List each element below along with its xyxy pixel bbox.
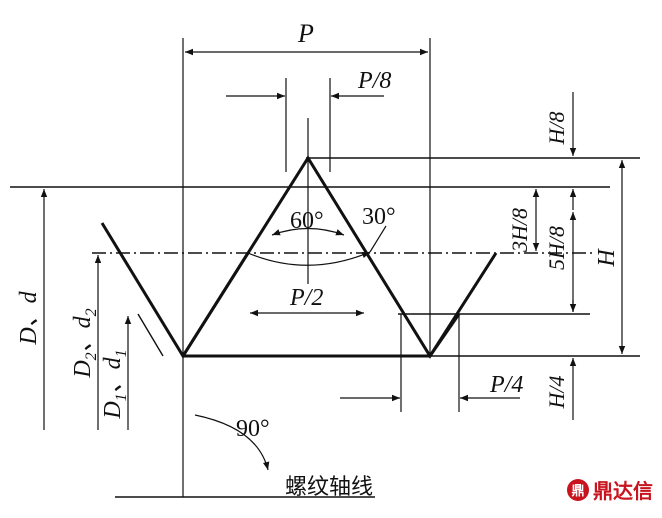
pitch-diameter-sub1: 2 bbox=[83, 352, 100, 360]
h-eighth-label: H/8 bbox=[544, 112, 569, 146]
minor-diameter-sub2: 1 bbox=[113, 349, 130, 357]
thread-axis-label: 螺纹轴线 bbox=[285, 475, 373, 500]
angle-30-label: 30° bbox=[362, 204, 396, 230]
major-diameter-label: D、d bbox=[16, 290, 42, 345]
minor-diameter-label: D1、d1 bbox=[100, 349, 130, 419]
minor-diameter-d: D bbox=[100, 401, 126, 419]
pitch-label: P bbox=[297, 19, 314, 48]
angle-30-arc bbox=[247, 251, 371, 266]
angle-30-leader bbox=[369, 225, 387, 253]
angle-60-arc bbox=[271, 227, 345, 236]
minor-diameter-mid: 、d bbox=[100, 356, 126, 393]
angle-marks bbox=[194, 225, 387, 471]
watermark-logo-glyph: 鼎 bbox=[571, 484, 584, 499]
right-flank-inner bbox=[428, 313, 461, 357]
angle-60-label: 60° bbox=[290, 208, 324, 234]
pitch-diameter-d: D bbox=[70, 360, 96, 378]
h-full-label: H bbox=[594, 248, 620, 268]
left-flank-inner bbox=[181, 252, 250, 357]
pitch-eighth-label: P/8 bbox=[357, 68, 391, 94]
pitch-diameter-label: D2、d2 bbox=[70, 308, 100, 378]
h-three-eighths-label: 3H/8 bbox=[507, 208, 532, 253]
dimension-arrows bbox=[40, 48, 626, 430]
pitch-quarter-label: P/4 bbox=[489, 372, 523, 398]
minor-diameter-sub1: 1 bbox=[113, 393, 130, 401]
watermark: 鼎 鼎达信 bbox=[567, 479, 653, 503]
h-five-eighths-label: 5H/8 bbox=[544, 226, 569, 270]
left-root-inner bbox=[137, 313, 164, 357]
pitch-diameter-sub2: 2 bbox=[83, 308, 100, 316]
pitch-diameter-mid: 、d bbox=[70, 315, 96, 352]
angle-90-label: 90° bbox=[236, 416, 270, 442]
watermark-logo-icon bbox=[567, 479, 589, 501]
pitch-half-label: P/2 bbox=[289, 285, 323, 311]
reference-lines bbox=[10, 157, 640, 498]
angle-90-arc bbox=[194, 414, 270, 471]
labels: P P/8 60° 30° P/2 P/4 90° 螺纹轴线 H/8 3H/8 … bbox=[16, 19, 620, 500]
vertical-lines bbox=[182, 38, 460, 497]
watermark-text: 鼎达信 bbox=[593, 479, 653, 503]
h-quarter-label: H/4 bbox=[544, 376, 569, 410]
